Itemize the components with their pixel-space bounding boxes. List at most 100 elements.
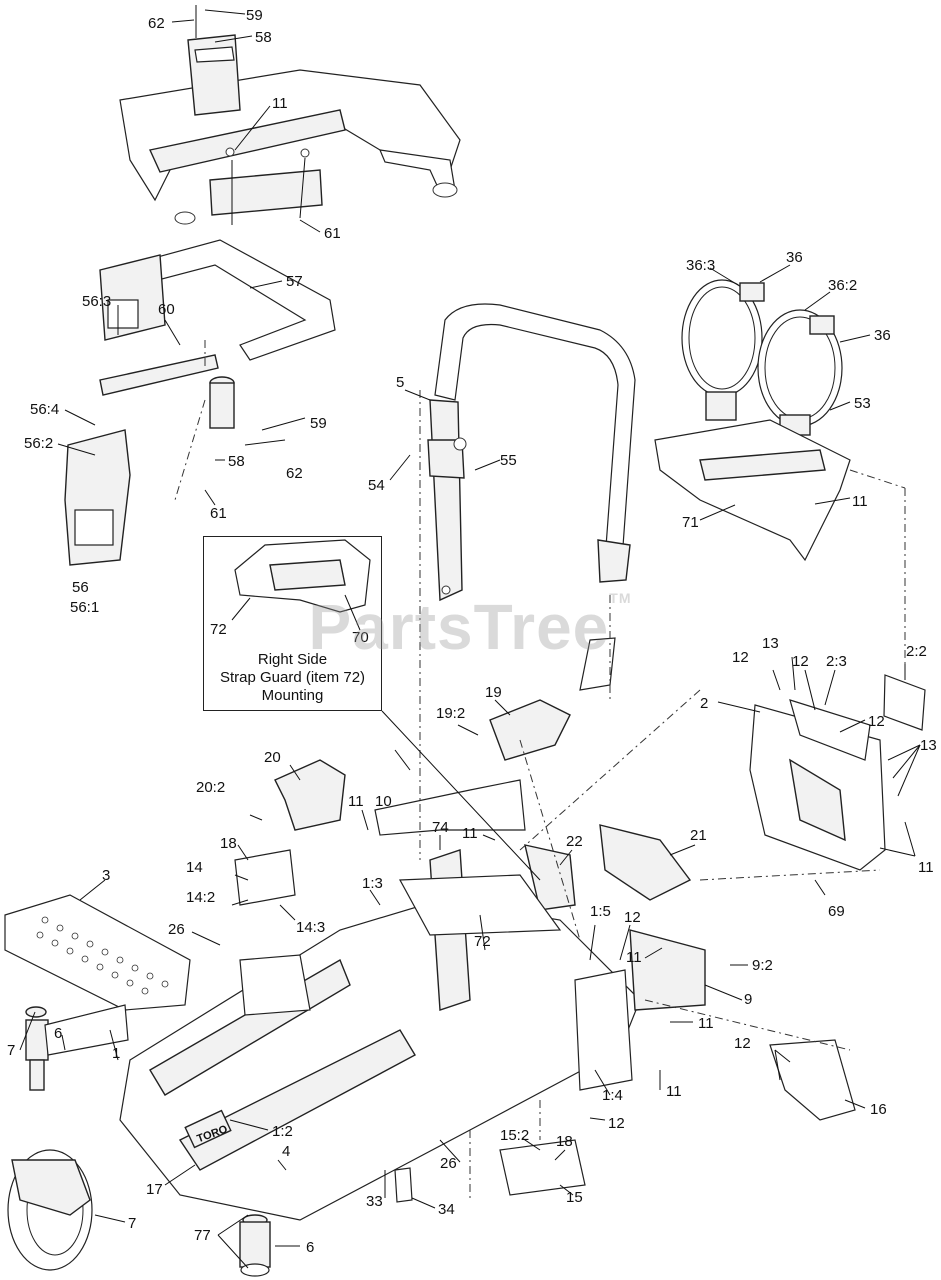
callout-14-3: 14:3 bbox=[296, 919, 325, 936]
callout-53: 53 bbox=[854, 395, 871, 412]
callout-56-1: 56:1 bbox=[70, 599, 99, 616]
callout-2: 2 bbox=[700, 695, 708, 712]
callout-11c: 11 bbox=[918, 859, 934, 876]
callout-20-2: 20:2 bbox=[196, 779, 225, 796]
callout-34: 34 bbox=[438, 1201, 455, 1218]
callout-36-2: 36:2 bbox=[828, 277, 857, 294]
callout-1-3: 1:3 bbox=[362, 875, 383, 892]
callout-22: 22 bbox=[566, 833, 583, 850]
callout-12f: 12 bbox=[608, 1115, 625, 1132]
watermark: PartsTreeTM bbox=[240, 590, 700, 664]
callout-6b: 6 bbox=[306, 1239, 314, 1256]
callout-57: 57 bbox=[286, 273, 303, 290]
callout-77: 77 bbox=[194, 1227, 211, 1244]
callout-7b: 7 bbox=[128, 1215, 136, 1232]
callout-12e: 12 bbox=[734, 1035, 751, 1052]
callout-13a: 13 bbox=[762, 635, 779, 652]
callout-62b: 62 bbox=[286, 465, 303, 482]
callout-56-2: 56:2 bbox=[24, 435, 53, 452]
callout-4: 4 bbox=[282, 1143, 290, 1160]
callout-33: 33 bbox=[366, 1193, 383, 1210]
callout-3: 3 bbox=[102, 867, 110, 884]
callout-74: 74 bbox=[432, 819, 449, 836]
callout-1: 1 bbox=[112, 1045, 120, 1062]
callout-56-3: 56:3 bbox=[82, 293, 111, 310]
callout-14-2: 14:2 bbox=[186, 889, 215, 906]
upper-frame-assembly bbox=[119, 5, 461, 225]
callout-36a: 36 bbox=[786, 249, 803, 266]
mount-plate bbox=[654, 419, 906, 680]
callout-11f: 11 bbox=[626, 949, 642, 966]
callout-1-5: 1:5 bbox=[590, 903, 611, 920]
callout-6a: 6 bbox=[54, 1025, 62, 1042]
side-plate-assembly bbox=[699, 674, 926, 881]
main-frame bbox=[119, 849, 856, 1221]
leader-lines bbox=[19, 9, 921, 1269]
callout-2-3: 2:3 bbox=[826, 653, 847, 670]
callout-labels: 62 59 58 11 61 57 60 56:3 56:4 56:2 59 6… bbox=[7, 7, 937, 1256]
callout-1-4: 1:4 bbox=[602, 1087, 623, 1104]
callout-20: 20 bbox=[264, 749, 281, 766]
callout-36b: 36 bbox=[874, 327, 891, 344]
assembly-lines bbox=[419, 390, 851, 1200]
callout-1-2: 1:2 bbox=[272, 1123, 293, 1140]
callout-11b: 11 bbox=[852, 493, 868, 510]
roll-bar bbox=[427, 303, 636, 691]
callout-72a: 72 bbox=[210, 621, 227, 638]
callout-18a: 18 bbox=[220, 835, 237, 852]
callout-16: 16 bbox=[870, 1101, 887, 1118]
callout-2-2: 2:2 bbox=[906, 643, 927, 660]
callout-58: 58 bbox=[255, 29, 272, 46]
callout-9: 9 bbox=[744, 991, 752, 1008]
callout-54: 54 bbox=[368, 477, 385, 494]
callout-72b: 72 bbox=[474, 933, 491, 950]
inset-line-2: Strap Guard (item 72) bbox=[219, 669, 366, 686]
callout-55: 55 bbox=[500, 452, 517, 469]
inset-strap-guard bbox=[234, 539, 371, 613]
inset-caption: Right Side Strap Guard (item 72) Mountin… bbox=[203, 651, 382, 705]
callout-15-2: 15:2 bbox=[500, 1127, 529, 1144]
callout-12b: 12 bbox=[792, 653, 809, 670]
inset-line-1: Right Side bbox=[257, 651, 328, 668]
callout-11: 11 bbox=[272, 95, 288, 112]
caster-pivot-bushings bbox=[239, 1214, 271, 1277]
callout-60: 60 bbox=[158, 301, 175, 318]
callout-21: 21 bbox=[690, 827, 707, 844]
callout-61: 61 bbox=[324, 225, 341, 242]
callout-10: 10 bbox=[375, 793, 392, 810]
callout-26a: 26 bbox=[168, 921, 185, 938]
callout-18b: 18 bbox=[556, 1133, 573, 1150]
callout-69: 69 bbox=[828, 903, 845, 920]
callout-56: 56 bbox=[72, 579, 89, 596]
guard-parts bbox=[274, 699, 692, 911]
callout-71: 71 bbox=[682, 514, 699, 531]
callout-19: 19 bbox=[485, 684, 502, 701]
watermark-tm: TM bbox=[609, 590, 632, 606]
callout-56-4: 56:4 bbox=[30, 401, 59, 418]
strap-hoops bbox=[681, 279, 843, 436]
callout-11e: 11 bbox=[462, 825, 478, 842]
callout-26b: 26 bbox=[440, 1155, 457, 1172]
callout-17: 17 bbox=[146, 1181, 163, 1198]
watermark-brand: PartsTree bbox=[308, 591, 610, 663]
inset-line-3: Mounting bbox=[261, 687, 324, 704]
callout-11g: 11 bbox=[698, 1015, 714, 1032]
caster-wheel bbox=[7, 1004, 129, 1271]
callout-12c: 12 bbox=[868, 713, 885, 730]
callout-9-2: 9:2 bbox=[752, 957, 773, 974]
callout-19-2: 19:2 bbox=[436, 705, 465, 722]
callout-14: 14 bbox=[186, 859, 203, 876]
callout-5: 5 bbox=[396, 374, 404, 391]
callout-13b: 13 bbox=[920, 737, 937, 754]
callout-59: 59 bbox=[246, 7, 263, 24]
callout-15: 15 bbox=[566, 1189, 583, 1206]
callout-11d: 11 bbox=[348, 793, 364, 810]
callout-36-3: 36:3 bbox=[686, 257, 715, 274]
callout-70: 70 bbox=[352, 629, 369, 646]
callout-58b: 58 bbox=[228, 453, 245, 470]
rear-hitch-assembly bbox=[64, 239, 336, 566]
left-deck-plate bbox=[4, 894, 191, 1011]
callout-7a: 7 bbox=[7, 1042, 15, 1059]
inset-frame bbox=[203, 536, 382, 711]
